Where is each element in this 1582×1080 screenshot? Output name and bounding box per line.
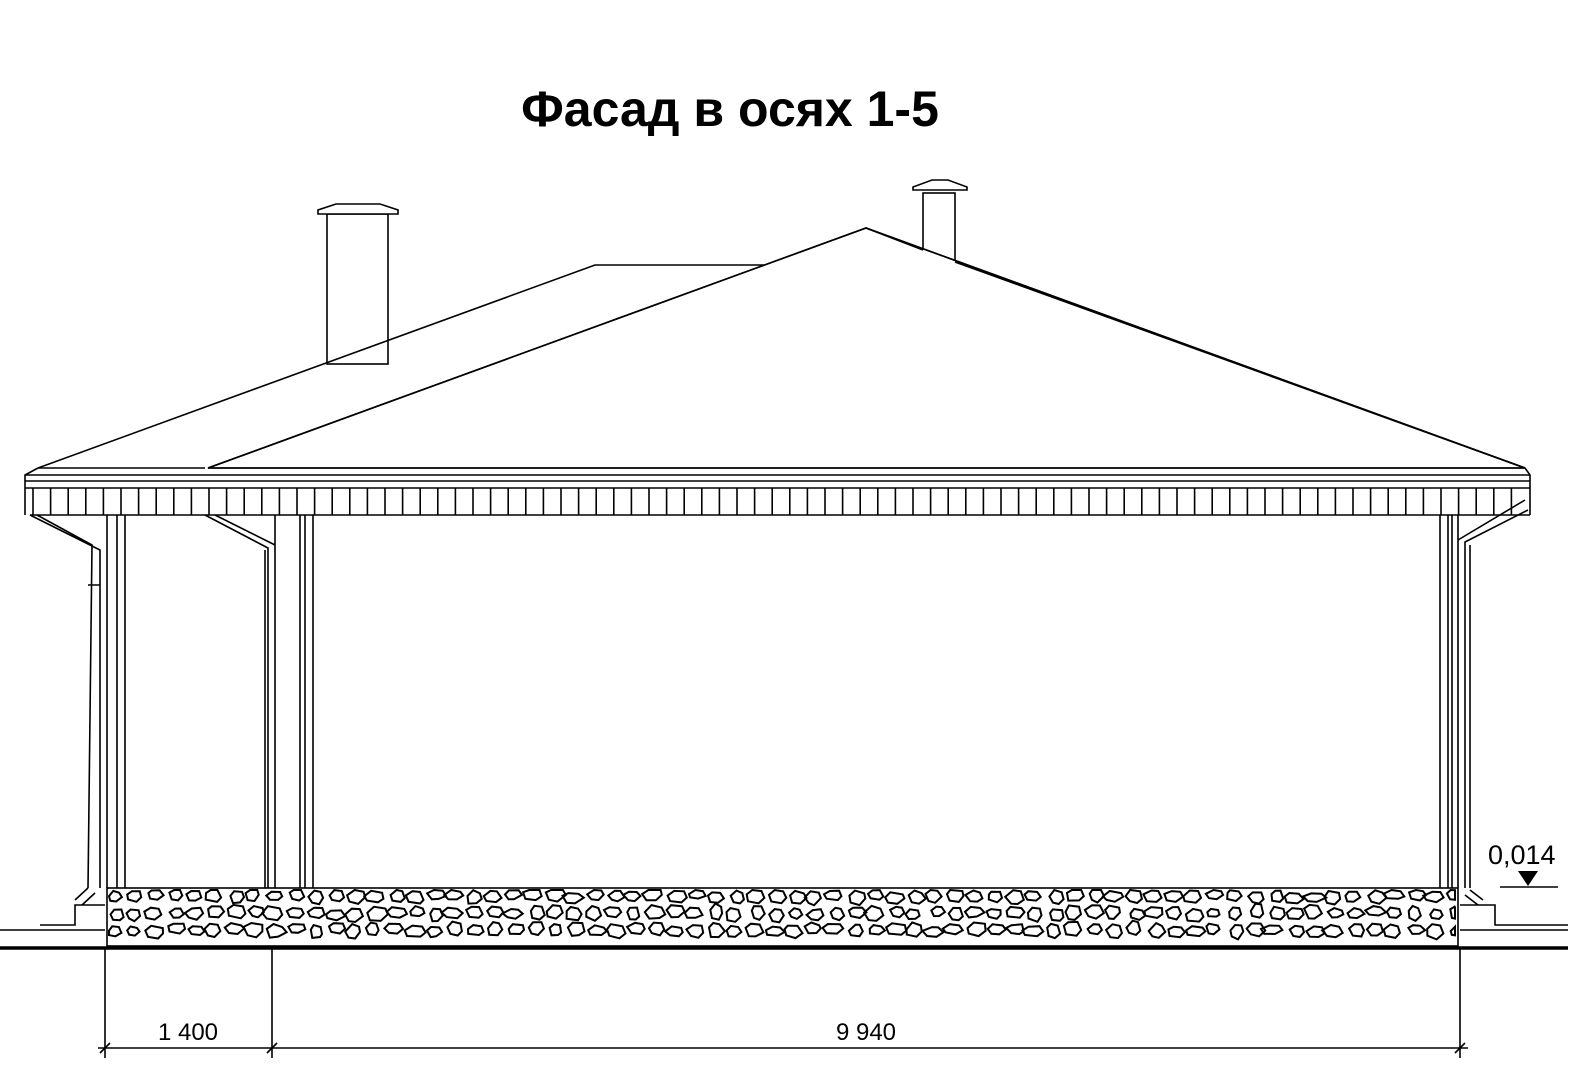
level-mark: 0,014 xyxy=(1488,840,1558,888)
walls xyxy=(0,499,1568,931)
left-chimney xyxy=(317,203,399,365)
drawing-title: Фасад в осях 1-5 xyxy=(521,81,939,137)
fascia-boards xyxy=(32,488,1513,515)
dimension-label-9940: 9 940 xyxy=(836,1019,896,1046)
dimension-label-1400: 1 400 xyxy=(158,1019,218,1046)
stone-plinth xyxy=(106,887,1459,947)
roof xyxy=(24,227,1531,516)
level-triangle-icon xyxy=(1518,871,1538,886)
dimension-line: 1 400 9 940 xyxy=(98,948,1468,1058)
level-mark-value: 0,014 xyxy=(1488,840,1556,870)
